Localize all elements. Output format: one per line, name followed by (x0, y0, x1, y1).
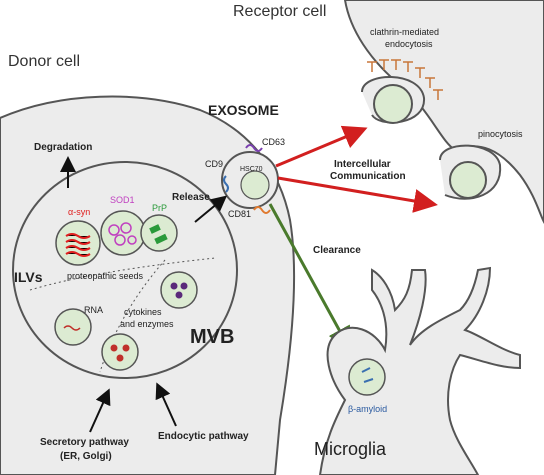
proteopathic-seeds-label: proteopathic seeds (67, 271, 144, 281)
pinocytosis-label: pinocytosis (478, 129, 523, 139)
clearance-arrow (268, 203, 351, 352)
hsc70-label: HSC70 (240, 166, 263, 173)
rna-strand-icon (63, 325, 81, 331)
internalized-exosome-1 (373, 84, 413, 124)
exosome-title: EXOSOME (208, 102, 279, 118)
beta-amyloid-label: β-amyloid (348, 404, 388, 414)
asyn-fibrils-icon (65, 233, 91, 257)
mvb-label: MVB (190, 326, 235, 348)
receptor-cell-label: Receptor cell (233, 3, 327, 20)
ilv-enzymes (101, 333, 139, 371)
cd81-marker-icon (253, 206, 271, 214)
degradation-label: Degradation (34, 142, 93, 153)
ilv-sod1 (100, 210, 146, 256)
prp-aggregates-icon (149, 224, 168, 245)
intercellular-label-line1: Intercellular (334, 159, 391, 170)
cd63-label: CD63 (262, 137, 286, 147)
cd63-marker-icon (245, 144, 263, 152)
release-label: Release (172, 192, 210, 203)
cytokines-label-line2: and enzymes (120, 319, 174, 329)
secretory-arrow (89, 388, 111, 433)
cd81-label: CD81 (228, 209, 252, 219)
donor-cell-label: Donor cell (8, 53, 81, 70)
rna-label: RNA (84, 305, 104, 315)
ilvs-label: ILVs (14, 269, 43, 285)
intercellular-label-line2: Communication (330, 171, 406, 182)
secretory-label-line1: Secretory pathway (40, 437, 129, 448)
ilv-prp (140, 214, 178, 252)
intercellular-arrow-2 (277, 176, 438, 213)
internalized-exosome-2 (449, 161, 487, 199)
phagocytosed-exosome (348, 358, 386, 396)
microglia-label: Microglia (314, 439, 387, 459)
clathrin-label-line2: endocytosis (385, 39, 433, 49)
endocytic-arrow (155, 382, 177, 427)
sod1-aggregates-icon (108, 222, 137, 246)
cytokines-label-line1: cytokines (124, 307, 162, 317)
secretory-label-line2: (ER, Golgi) (60, 451, 112, 462)
ilv-rna (54, 308, 92, 346)
microglia-cell (318, 266, 521, 475)
exosome-core (240, 170, 270, 200)
clearance-label: Clearance (313, 245, 361, 256)
asyn-label: α-syn (68, 207, 91, 217)
enzyme-dots-icon (110, 344, 130, 362)
cytokine-dots-icon (170, 282, 188, 299)
intercellular-arrow-1 (275, 125, 368, 168)
prp-label: PrP (152, 203, 168, 213)
release-arrow (194, 195, 228, 223)
beta-amyloid-icon (361, 367, 374, 383)
clathrin-coat (367, 59, 443, 100)
sod1-label: SOD1 (110, 195, 135, 205)
cd9-label: CD9 (205, 159, 224, 169)
cd9-marker-icon (223, 175, 229, 193)
endocytic-label: Endocytic pathway (158, 431, 249, 442)
clathrin-label-line1: clathrin-mediated (370, 27, 440, 37)
ilv-cytokines (160, 271, 198, 309)
